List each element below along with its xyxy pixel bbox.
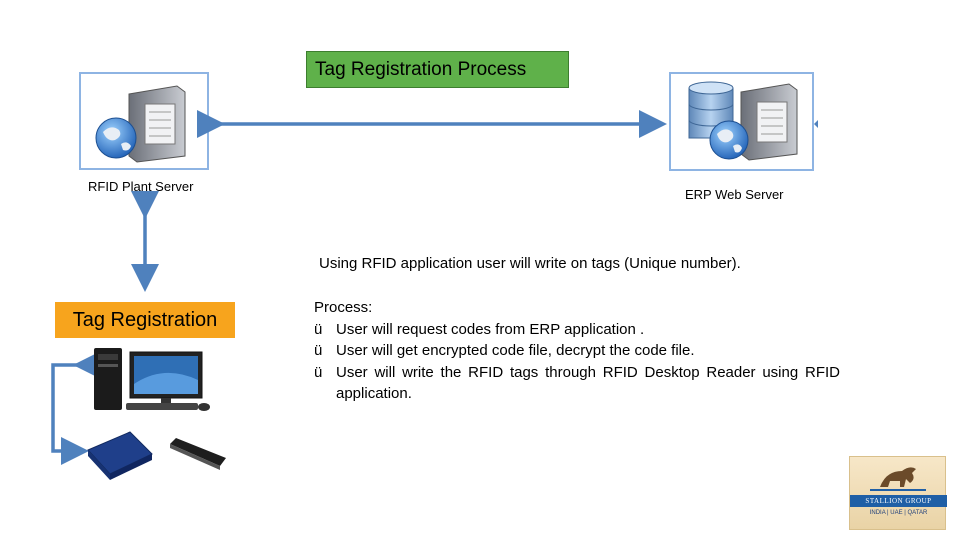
database-server-icon [688, 81, 798, 161]
device-connector [51, 351, 101, 465]
plant-server-node [79, 72, 209, 170]
process-heading: Process: [314, 299, 373, 316]
desktop-computer-icon [94, 348, 210, 411]
rfid-tag-icon [170, 438, 226, 470]
diagram-title: Tag Registration Process [306, 51, 569, 88]
server-icon [95, 85, 186, 163]
logo-text: STALLION GROUP [850, 495, 947, 507]
info-text: Using RFID application user will write o… [319, 255, 741, 272]
erp-server-label: ERP Web Server [685, 187, 784, 202]
horse-logo-icon [870, 467, 926, 491]
company-logo: STALLION GROUP INDIA | UAE | QATAR [849, 456, 947, 530]
checkmark-icon: ü [314, 342, 323, 359]
erp-server-node [669, 72, 814, 171]
erp-right-stub [814, 120, 818, 128]
plant-server-label: RFID Plant Server [88, 179, 194, 194]
checkmark-icon: ü [314, 320, 323, 338]
tag-registration-box: Tag Registration [55, 302, 235, 338]
rfid-reader-icon [87, 431, 226, 480]
checkmark-icon: ü [314, 363, 323, 381]
logo-locations: INDIA | UAE | QATAR [869, 510, 928, 516]
